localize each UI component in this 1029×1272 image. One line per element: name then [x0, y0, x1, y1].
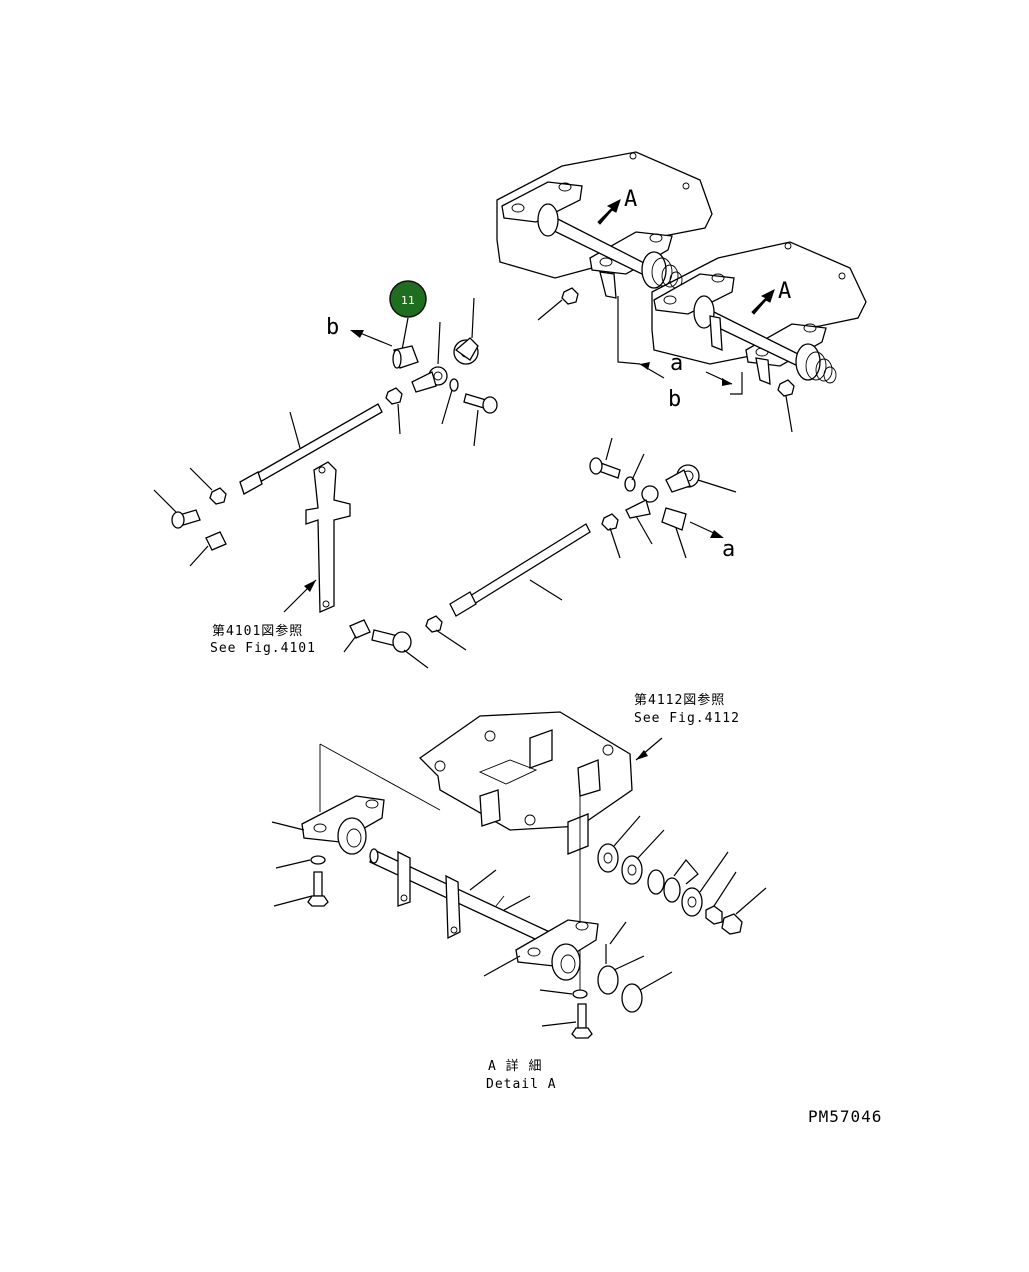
- center-lever: 第4101図参照 See Fig.4101: [210, 461, 467, 669]
- upper-left-linkage: b 11: [153, 280, 498, 567]
- detail-a: 第4112図参照 See Fig.4112: [271, 692, 767, 1092]
- top-right-assembly: A A a b: [496, 151, 867, 433]
- label-b-left: b: [326, 315, 339, 340]
- fig4101-label-en: See Fig.4101: [210, 641, 316, 656]
- right-rod-linkage: a: [449, 437, 737, 617]
- detail-label-jp: A 詳 細: [488, 1058, 542, 1074]
- fig4112-label-en: See Fig.4112: [634, 711, 740, 726]
- detail-label-en: Detail A: [486, 1077, 557, 1092]
- fig4101-label-jp: 第4101図参照: [212, 623, 303, 639]
- label-b-upper: b: [668, 387, 681, 412]
- label-a-right: a: [722, 537, 735, 562]
- fig4112-label-jp: 第4112図参照: [634, 692, 725, 708]
- view-label-A-lower: A: [778, 279, 791, 304]
- drawing-number: PM57046: [808, 1107, 882, 1126]
- callout-number[interactable]: 11: [401, 294, 415, 307]
- label-a-upper: a: [670, 351, 683, 376]
- callout-badge[interactable]: [389, 280, 427, 318]
- view-label-A-upper: A: [624, 187, 637, 212]
